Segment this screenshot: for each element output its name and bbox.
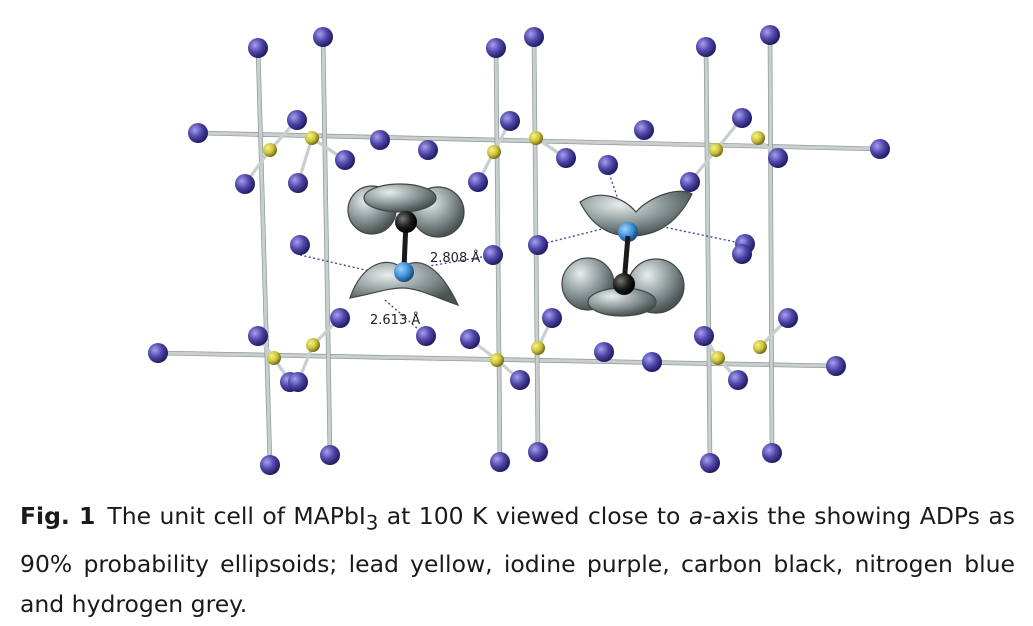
iodine-atom: [287, 110, 307, 130]
iodine-atom: [642, 352, 662, 372]
crystal-structure-figure: 2.808 Å 2.613 Å: [148, 25, 890, 475]
iodine-atom: [235, 174, 255, 194]
iodine-atom: [330, 308, 350, 328]
caption-text-middle: at 100 K viewed close to: [378, 502, 689, 530]
iodine-atom: [728, 370, 748, 390]
caption-subscript: 3: [365, 511, 379, 535]
distance-label-upper: 2.808 Å: [430, 250, 480, 266]
iodine-atom: [696, 37, 716, 57]
lead-atom: [751, 131, 765, 145]
iodine-atom: [288, 372, 308, 392]
iodine-atom: [500, 111, 520, 131]
lead-atom: [263, 143, 277, 157]
iodine-atom: [680, 172, 700, 192]
caption-text-before: The unit cell of MAPbI: [107, 502, 366, 530]
iodine-atom: [148, 343, 168, 363]
iodine-atom: [528, 442, 548, 462]
lead-atom: [306, 338, 320, 352]
methylammonium-cation-right: [561, 190, 693, 317]
lead-atom: [711, 351, 725, 365]
iodine-atom: [826, 356, 846, 376]
iodine-atom: [768, 148, 788, 168]
iodine-atom: [634, 120, 654, 140]
iodine-atom: [732, 244, 752, 264]
lead-atom: [267, 351, 281, 365]
caption-text-after: -axis the showing ADPs as 90% probabilit…: [20, 502, 1015, 618]
iodine-atom: [313, 27, 333, 47]
figure-caption: Fig. 1 The unit cell of MAPbI3 at 100 K v…: [20, 496, 1015, 624]
iodine-atom: [778, 308, 798, 328]
iodine-atom: [732, 108, 752, 128]
iodine-atom: [528, 235, 548, 255]
iodine-atom: [598, 155, 618, 175]
distance-label-lower: 2.613 Å: [370, 312, 420, 328]
figure-label: Fig. 1: [20, 502, 96, 530]
lead-atom: [531, 341, 545, 355]
caption-italic-axis: a: [688, 502, 704, 530]
iodine-atom: [490, 452, 510, 472]
methylammonium-cation-left: [347, 183, 465, 307]
iodine-atom: [468, 172, 488, 192]
iodine-atom: [416, 326, 436, 346]
iodine-atom: [288, 173, 308, 193]
iodine-atom: [542, 308, 562, 328]
iodine-atom: [290, 235, 310, 255]
lead-atom: [490, 353, 504, 367]
atom-layer: [148, 25, 890, 475]
iodine-atom: [335, 150, 355, 170]
iodine-atom: [594, 342, 614, 362]
lead-atom: [709, 143, 723, 157]
iodine-atom: [370, 130, 390, 150]
lead-atom: [487, 145, 501, 159]
iodine-atom: [418, 140, 438, 160]
lead-atom: [529, 131, 543, 145]
iodine-atom: [700, 453, 720, 473]
iodine-atom: [248, 38, 268, 58]
iodine-atom: [460, 329, 480, 349]
lead-atom: [753, 340, 767, 354]
iodine-atom: [556, 148, 576, 168]
iodine-atom: [320, 445, 340, 465]
iodine-atom: [188, 123, 208, 143]
iodine-atom: [248, 326, 268, 346]
iodine-atom: [694, 326, 714, 346]
lead-atom: [305, 131, 319, 145]
iodine-atom: [260, 455, 280, 475]
iodine-atom: [762, 443, 782, 463]
iodine-atom: [486, 38, 506, 58]
bond-layer: [155, 32, 883, 468]
iodine-atom: [870, 139, 890, 159]
iodine-atom: [524, 27, 544, 47]
iodine-atom: [510, 370, 530, 390]
iodine-atom: [760, 25, 780, 45]
iodine-atom: [483, 245, 503, 265]
